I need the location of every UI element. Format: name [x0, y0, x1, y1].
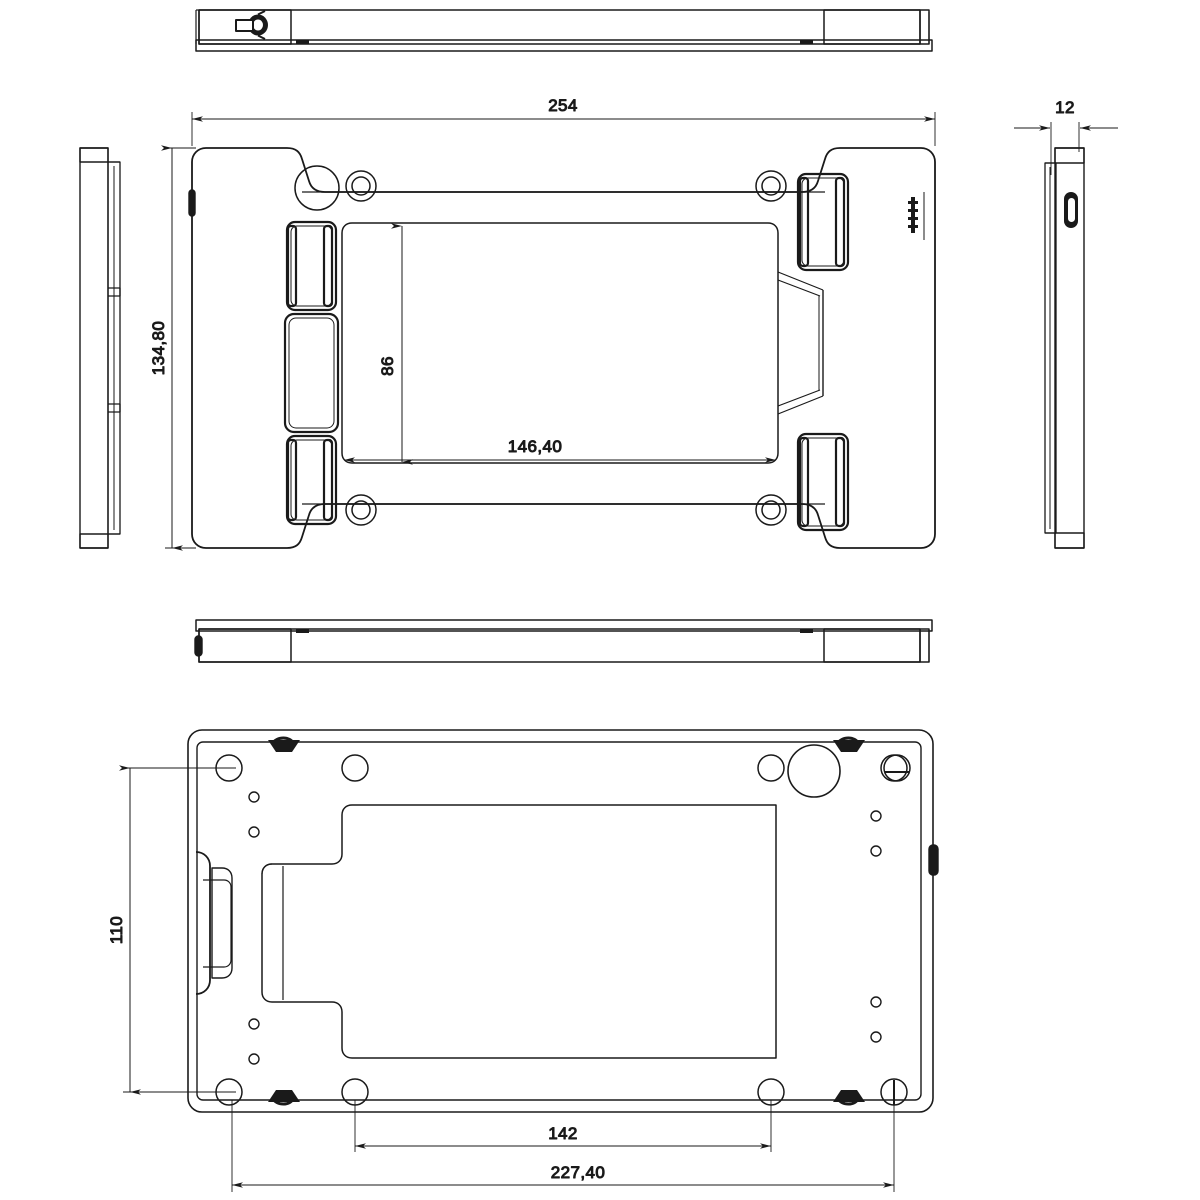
rear-view: [187, 729, 939, 1113]
dim-overall-height-label: 134,80: [149, 321, 168, 375]
right-slot-pair: [796, 172, 850, 532]
right-side-view: 12: [1014, 98, 1118, 549]
fastener-icon: [235, 10, 268, 40]
dim-vesa-height-label: 110: [107, 916, 126, 944]
front-aperture: [341, 222, 779, 464]
dimension-rear-overall-width: 227,40: [231, 1100, 895, 1192]
dim-aperture-width-label: 146,40: [508, 437, 562, 456]
dimension-aperture-height: 86: [378, 223, 413, 465]
side-button-icon: [1064, 192, 1078, 228]
dim-rear-overall-width-label: 227,40: [551, 1163, 605, 1182]
top-edge-view: [195, 9, 933, 52]
cable-opening: [787, 744, 841, 798]
dimension-depth: 12: [1014, 98, 1118, 175]
dimension-vesa-height: 110: [107, 765, 236, 1095]
front-view: [188, 147, 936, 549]
left-side-view: [79, 147, 121, 549]
dim-aperture-height-label: 86: [378, 356, 397, 376]
bottom-edge-view: [194, 619, 933, 663]
pilot-holes: [248, 791, 882, 1065]
vesa-holes: [215, 754, 908, 1106]
dimension-aperture-width: 146,40: [344, 437, 776, 463]
rear-platform-outline: [261, 804, 777, 1059]
hole-large-topleft: [294, 165, 340, 211]
texture-mark-icon: [908, 197, 918, 233]
ring-holes: [345, 170, 787, 526]
dim-vesa-width-label: 142: [548, 1124, 578, 1143]
corner-clips: [268, 736, 865, 1106]
marked-hole: [883, 754, 911, 782]
dim-overall-width-label: 254: [548, 96, 578, 115]
rear-inner-plate: [196, 741, 922, 1101]
left-slot-stack: [283, 220, 340, 526]
dimension-overall-height: 134,80: [149, 145, 196, 551]
dimension-vesa-width: 142: [354, 1100, 772, 1152]
dimension-overall-width: 254: [191, 96, 936, 146]
rear-outer-frame: [187, 729, 934, 1113]
dim-depth-label: 12: [1055, 98, 1075, 117]
